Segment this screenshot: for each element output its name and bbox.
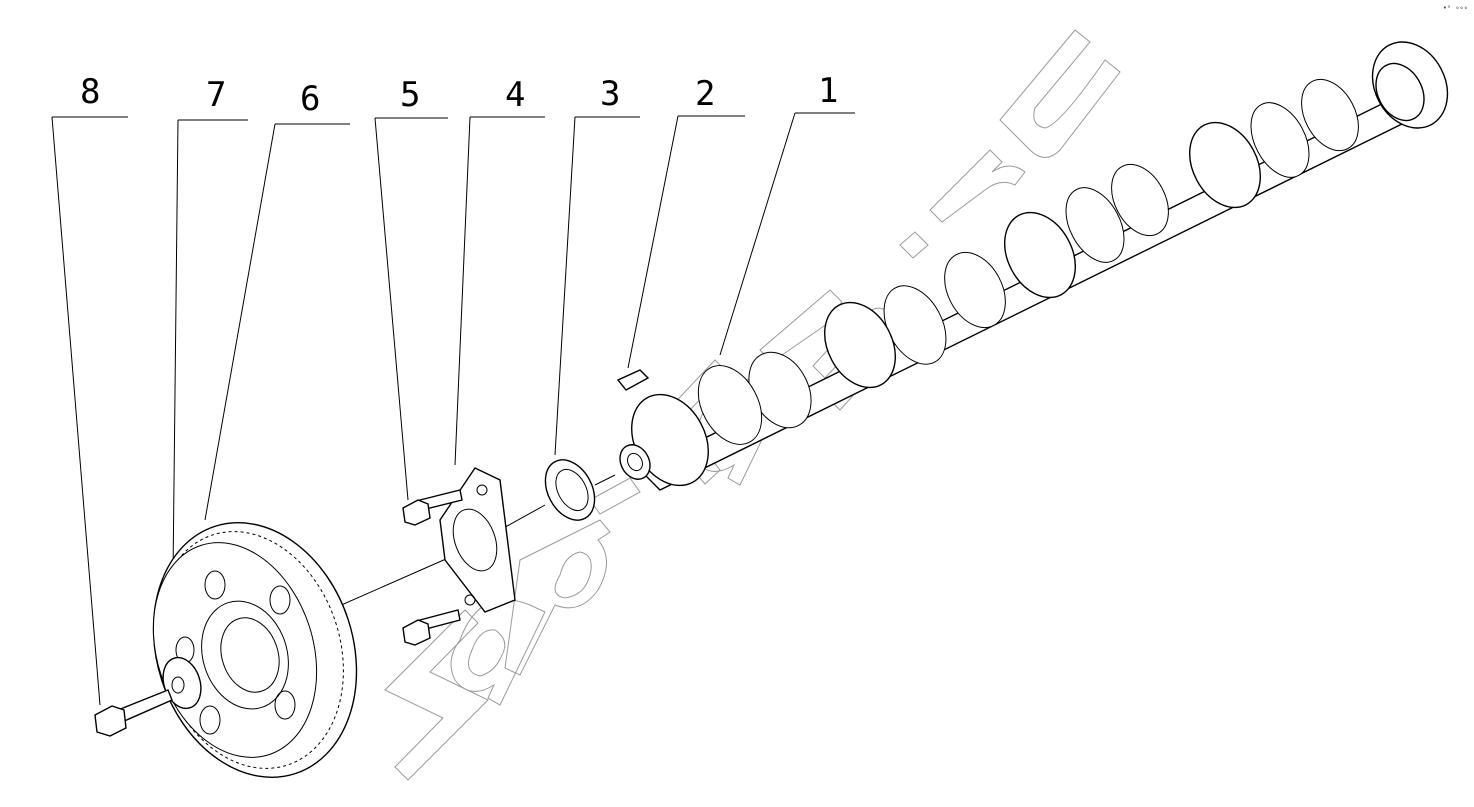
spacer-ring [544, 459, 596, 521]
callout-2: 2 [695, 74, 715, 114]
callout-4: 4 [505, 75, 525, 115]
callout-5: 5 [400, 75, 420, 115]
washer [162, 656, 202, 710]
plate-bolts [402, 489, 463, 646]
callout-7: 7 [206, 75, 226, 115]
callout-1: 1 [818, 71, 838, 111]
callout-numbers: 8 7 6 5 4 3 2 1 [80, 71, 838, 119]
plate-bolt-upper [402, 489, 463, 526]
woodruff-key [616, 369, 650, 391]
leader-lines [51, 112, 855, 706]
camshaft-gear [152, 522, 358, 778]
assembly-axis [329, 474, 616, 611]
gear-bolt [94, 689, 173, 737]
corner-mark: •ᵒ ∘∘∘ [1442, 4, 1468, 12]
callout-3: 3 [600, 74, 620, 114]
camshaft [619, 41, 1449, 491]
callout-8: 8 [80, 72, 100, 112]
plate-bolt-lower [402, 609, 461, 646]
callout-6: 6 [300, 79, 320, 119]
camshaft-journals [619, 41, 1449, 487]
thrust-plate [439, 467, 516, 613]
